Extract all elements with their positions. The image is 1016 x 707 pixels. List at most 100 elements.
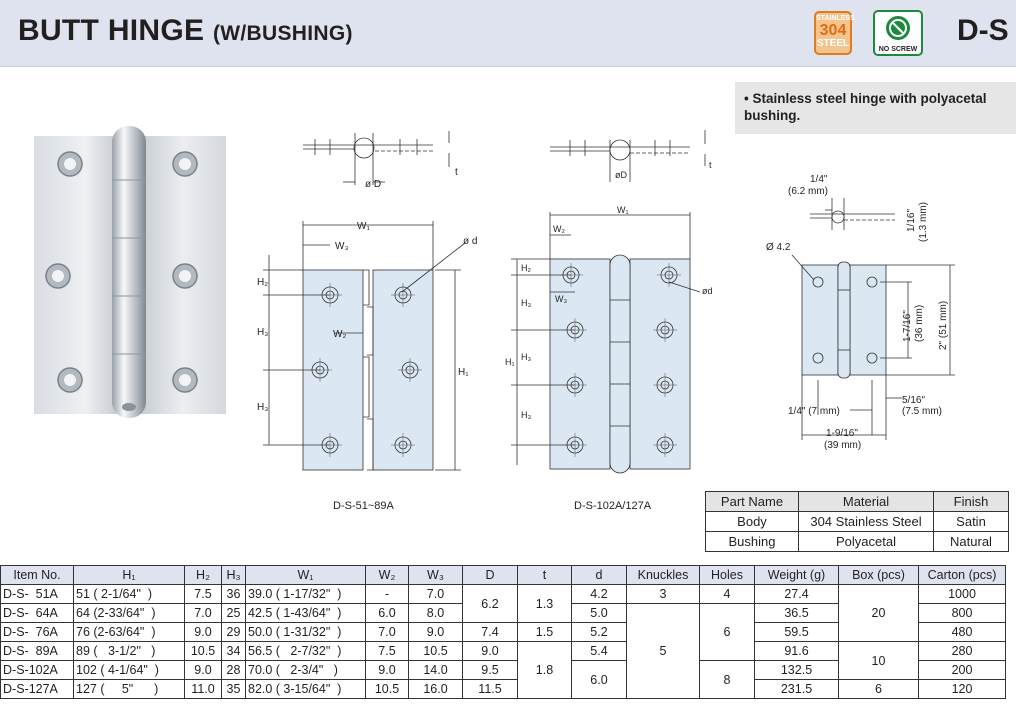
large-d-label: ød [702,286,713,296]
cell-h3: 28 [221,660,246,680]
cell-carton: 1000 [918,584,1006,604]
no-screw-icon [886,16,910,40]
detail-five16-mm: (7.5 mm) [902,406,942,417]
material-cell: Body [705,511,799,532]
small-t-label: t [455,167,458,178]
cell-w2: - [365,584,409,604]
cell-w1: 56.5 ( 2-7/32" ) [245,641,366,661]
cell-holes: 8 [699,660,755,699]
badge-steel-line1: STAINLESS [816,15,855,22]
cell-w1: 50.0 ( 1-31/32" ) [245,622,366,642]
cell-box: 6 [838,679,919,699]
hinge-photo [34,126,226,418]
col-D: D [462,565,518,585]
cell-d: 4.2 [571,584,627,604]
cell-weight: 59.5 [754,622,839,642]
badge-steel-line3: STEEL [816,38,850,49]
cell-D: 6.2 [462,584,518,623]
cell-holes: 6 [699,603,755,661]
col-w1: W₁ [245,565,366,585]
title-main: BUTT HINGE [18,14,205,47]
cell-w1: 82.0 ( 3-15/64" ) [245,679,366,699]
cell-carton: 800 [918,603,1006,623]
detail-five16: 5/16" [902,395,925,406]
material-cell: Bushing [705,531,799,552]
cell-w1: 39.0 ( 1-17/32" ) [245,584,366,604]
no-screw-badge: NO SCREW [873,10,923,56]
col-h1: H₁ [73,565,185,585]
col-weight: Weight (g) [754,565,839,585]
cell-w3: 7.0 [408,584,463,604]
table-row: D-S- 51A 51 ( 2-1/64" ) 7.5 36 39.0 ( 1-… [0,584,1006,642]
cell-D: 9.0 [462,641,518,661]
cell-box: 10 [838,641,919,680]
material-cell: Natural [933,531,1009,552]
small-hinge-drawing: ø D t W₁ W₃ ø d W₂ H₁ H₂ H₃ H₃ [257,131,477,471]
cell-item: D-S- 51A [0,584,74,604]
cell-d: 6.0 [571,660,627,699]
table-row: D-S- 89A 89 ( 3-1/2" ) 10.5 34 56.5 ( 2-… [0,641,1006,699]
detail-h-a-mm: (36 mm) [914,305,925,342]
cell-w3: 10.5 [408,641,463,661]
cell-h1: 76 (2-63/64" ) [73,622,185,642]
cell-h2: 11.0 [184,679,222,699]
detail-nine16: 1-9/16" [826,428,858,439]
cell-w2: 7.5 [365,641,409,661]
detail-sixteenth: 1/16" [906,209,917,232]
small-w2-label: W₂ [333,329,346,340]
table-row: D-S- 76A 76 (2-63/64" ) 9.0 29 50.0 ( 1-… [0,622,1006,642]
detail-sixteenth-mm: (1.3 mm) [918,202,929,242]
large-h2-label: H₂ [521,263,531,273]
small-h3a-label: H₃ [257,327,268,338]
cell-h2: 7.5 [184,584,222,604]
col-holes: Holes [699,565,755,585]
cell-w1: 70.0 ( 2-3/4" ) [245,660,366,680]
col-item: Item No. [0,565,74,585]
cell-holes: 4 [699,584,755,604]
cell-h3: 36 [221,584,246,604]
col-box: Box (pcs) [838,565,919,585]
small-h3b-label: H₃ [257,402,268,413]
cell-h1: 51 ( 2-1/64" ) [73,584,185,604]
cell-h2: 9.0 [184,660,222,680]
material-cell: Polyacetal [798,531,934,552]
cell-weight: 27.4 [754,584,839,604]
detail-quarter-mm: (6.2 mm) [788,186,828,197]
cell-w2: 10.5 [365,679,409,699]
col-carton: Carton (pcs) [918,565,1006,585]
col-w3: W₃ [408,565,463,585]
cell-d: 5.2 [571,622,627,642]
large-phiD-label: øD [615,170,627,180]
cell-w2: 6.0 [365,603,409,623]
cell-D: 7.4 [462,622,518,642]
detail-hole: Ø 4.2 [766,242,791,253]
note-text: • Stainless steel hinge with polyacetal … [744,91,987,123]
cell-carton: 480 [918,622,1006,642]
small-h2-label: H₂ [257,277,268,288]
cell-h1: 102 ( 4-1/64" ) [73,660,185,680]
cell-item: D-S-102A [0,660,74,680]
cell-weight: 36.5 [754,603,839,623]
cell-item: D-S-127A [0,679,74,699]
cell-knuckles: 5 [626,603,700,699]
cell-w2: 7.0 [365,622,409,642]
page-title: BUTT HINGE (W/BUSHING) [18,14,353,48]
material-header-row: Part Name Material Finish [705,491,1009,512]
col-h2: H₂ [184,565,222,585]
series-code: D-S [957,14,1009,47]
material-cell: Satin [933,511,1009,532]
cell-weight: 91.6 [754,641,839,661]
cell-carton: 200 [918,660,1006,680]
large-w2-label: W₂ [553,224,565,234]
cell-t: 1.5 [517,622,572,642]
cell-w2: 9.0 [365,660,409,680]
detail-quarter: 1/4" [810,174,828,185]
large-t-label: t [709,160,712,170]
small-h1-label: H₁ [458,367,469,378]
cell-item: D-S- 64A [0,603,74,623]
small-w3-label: W₃ [335,241,349,252]
material-col-material: Material [798,491,934,512]
col-w2: W₂ [365,565,409,585]
table-row: D-S-127A 127 ( 5" ) 11.0 35 82.0 ( 3-15/… [0,679,1006,699]
detail-h-a: 1-7/16" [902,310,913,342]
